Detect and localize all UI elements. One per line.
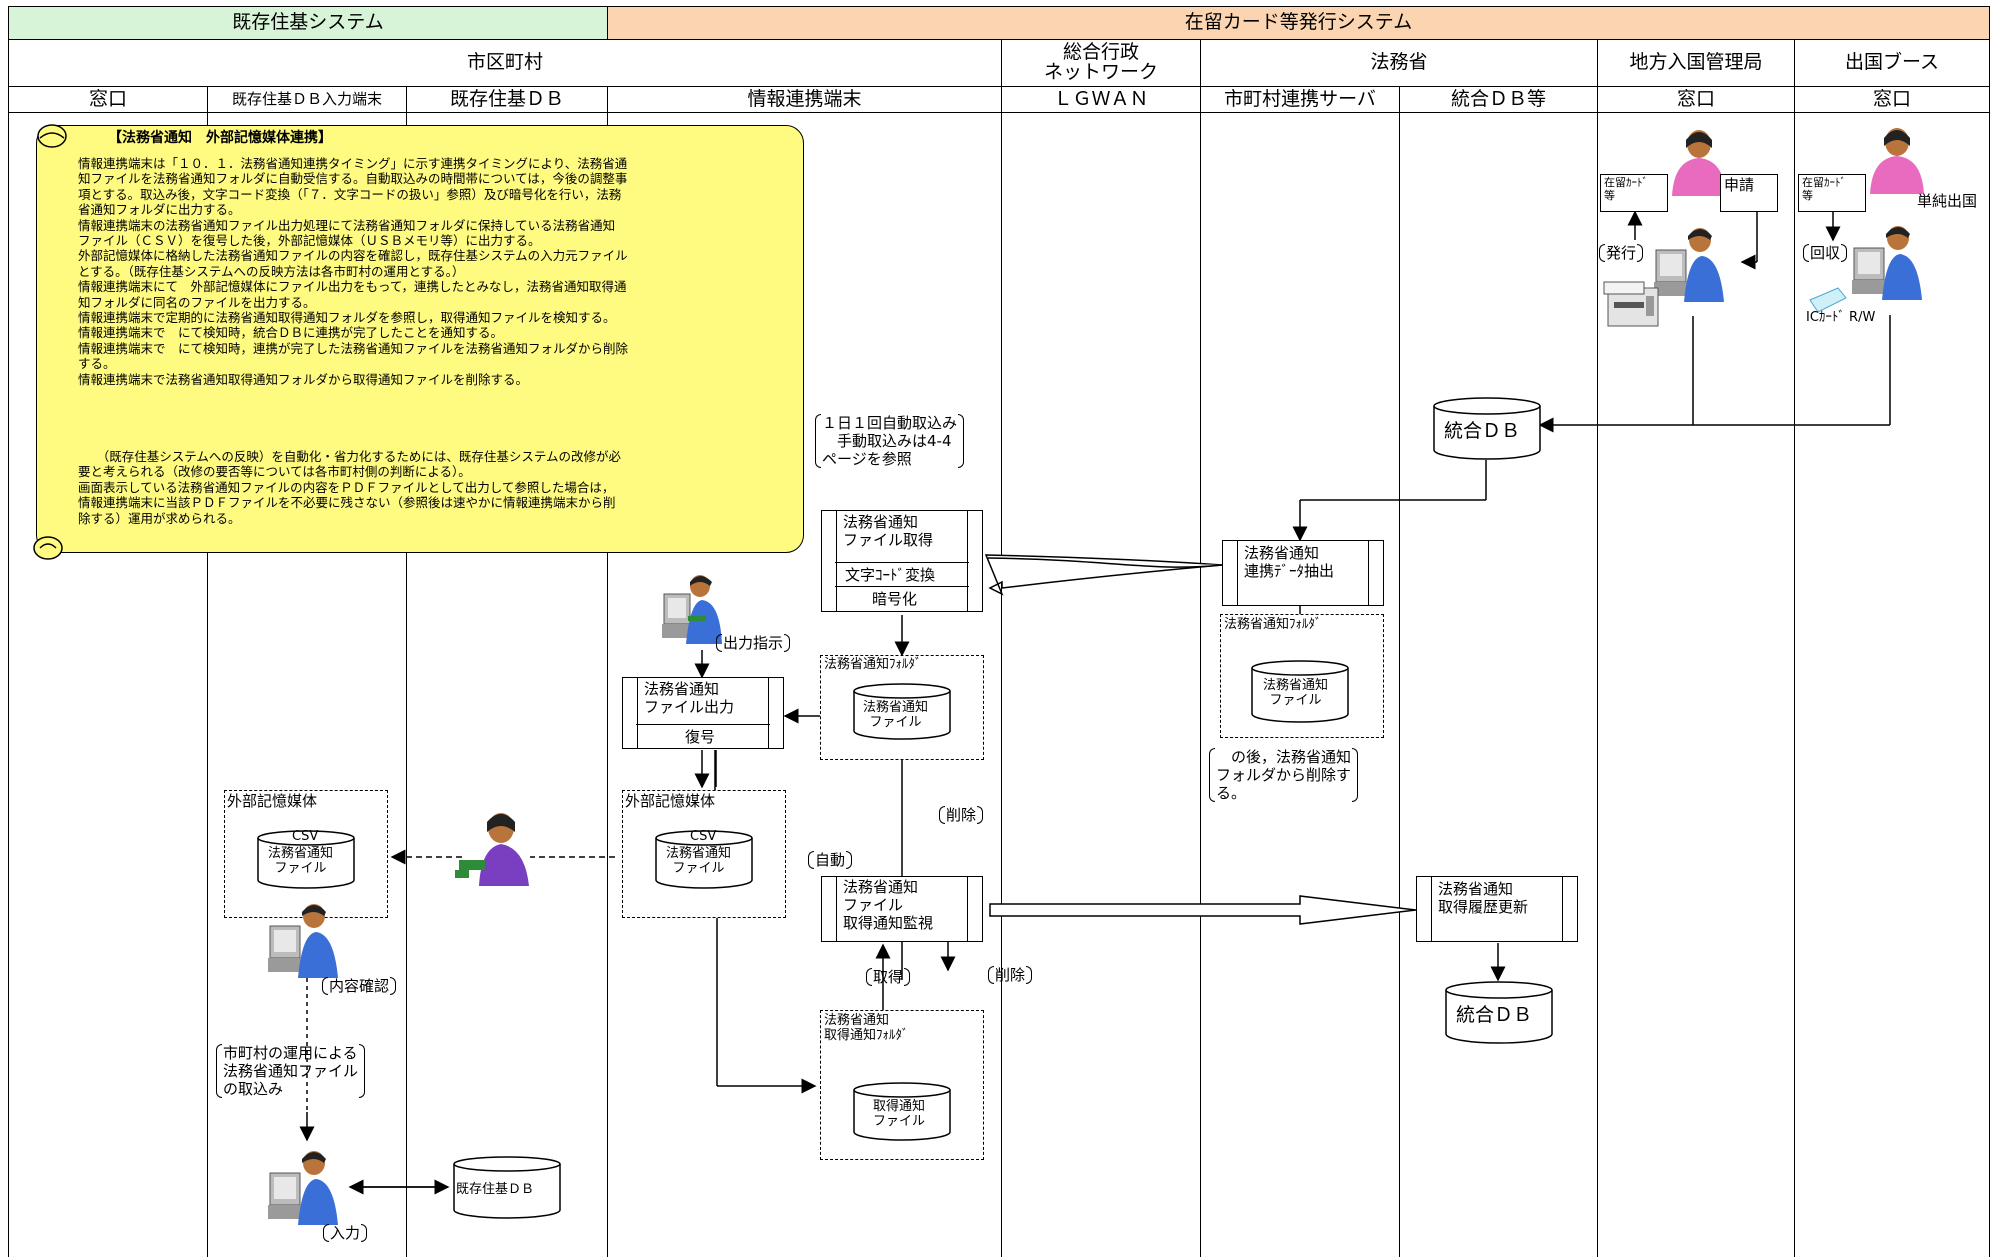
import-note: 市町村の運用による 法務省通知ファイル の取込み — [215, 1044, 366, 1098]
lane-line — [1989, 112, 1990, 1257]
operator-computer-icon — [662, 575, 722, 644]
lane-line — [406, 112, 407, 1257]
process-monitor — [821, 876, 983, 942]
file-output-label: 法務省通知 ファイル出力 — [644, 680, 735, 716]
server-delete-note: の後，法務省通知 フォルダから削除す る。 — [1208, 748, 1359, 802]
ack-file-label: 取得通知 ファイル — [873, 1099, 926, 1129]
zairyu-card-b-callout: 在留ｶｰﾄﾞ 等 — [1798, 174, 1866, 212]
delete2-label: 削除 — [987, 966, 1033, 984]
ic-card-reader-icon — [1809, 287, 1847, 313]
content-check-label: 内容確認 — [321, 977, 397, 995]
integrated-db-top-cylinder — [1433, 397, 1541, 460]
csv-left-label: CSV — [292, 829, 319, 844]
departing-person-icon — [1870, 128, 1924, 194]
existing-db-small-cylinder — [453, 1156, 561, 1219]
lane-line — [207, 112, 208, 1257]
history-update-label: 法務省通知 取得履歴更新 — [1438, 880, 1529, 916]
simple-departure-label: 単純出国 — [1917, 192, 1978, 210]
person-usb-icon — [455, 813, 529, 886]
monitor-label: 法務省通知 ファイル 取得通知監視 — [843, 878, 934, 932]
csv-file-right-label: 法務省通知 ファイル — [666, 846, 732, 876]
csv-left-cylinder — [257, 830, 355, 889]
lane-line — [1597, 112, 1598, 1257]
apply-callout: 申請 — [1720, 174, 1778, 212]
lane-line — [1001, 112, 1002, 1257]
process-file-output — [622, 677, 784, 749]
booth-operator-icon — [1852, 226, 1922, 300]
ic-card-rw-label: ICｶｰﾄﾞ R/W — [1806, 310, 1876, 325]
collect-label: 回収 — [1802, 244, 1848, 262]
note-title: 【法務省通知 外部記憶媒体連携】 — [108, 130, 332, 146]
integrated-db-bottom-label: 統合ＤＢ — [1456, 1004, 1533, 1026]
process-moj-file-get — [821, 510, 983, 612]
daily-auto-note: １日１回自動取込み 手動取込みは4-4 ページを参照 — [814, 414, 965, 468]
lane-line — [607, 112, 608, 1257]
extract-label: 法務省通知 連携ﾃﾞｰﾀ抽出 — [1244, 544, 1335, 580]
scroll-curl-icon — [33, 124, 67, 560]
lane-line — [1200, 112, 1201, 1257]
auto-label: 自動 — [807, 851, 853, 869]
server-folder-label: 法務省通知ﾌｫﾙﾀﾞ — [1224, 617, 1322, 632]
applicant-person-icon — [1672, 130, 1726, 196]
operator-input-terminal-icon — [268, 904, 338, 978]
csv-file-left-label: 法務省通知 ファイル — [268, 846, 334, 876]
encrypt-label: 暗号化 — [872, 590, 918, 608]
csv-right-label: CSV — [690, 829, 717, 844]
card-printer-icon — [1603, 281, 1659, 327]
bureau-operator-icon — [1654, 228, 1724, 302]
char-convert-label: 文字ｺｰﾄﾞ変換 — [845, 566, 936, 584]
delete1-label: 削除 — [938, 806, 984, 824]
terminal-file-label: 法務省通知 ファイル — [863, 700, 929, 730]
process-history-update — [1416, 876, 1578, 942]
csv-right-cylinder — [655, 830, 753, 889]
header-existing-system: 既存住基システム — [8, 6, 608, 40]
server-file-label: 法務省通知 ファイル — [1263, 678, 1329, 708]
lane-line — [1399, 112, 1400, 1257]
output-instruction-label: 出力指示 — [715, 634, 791, 652]
integrated-db-bottom-cylinder — [1445, 981, 1553, 1044]
operator-input-icon — [268, 1151, 338, 1225]
ext-media-right-label: 外部記憶媒体 — [625, 792, 716, 810]
lane-line — [8, 112, 9, 1257]
issue-label: 発行 — [1598, 244, 1644, 262]
existing-db-small-label: 既存住基ＤＢ — [456, 1182, 535, 1197]
note-body: 情報連携端末は「１０．１．法務省通知連携タイミング」に示す連携タイミングにより、… — [78, 156, 629, 387]
zairyu-card-a-callout: 在留ｶｰﾄﾞ 等 — [1600, 174, 1668, 212]
terminal-folder-label: 法務省通知ﾌｫﾙﾀﾞ — [824, 657, 922, 672]
ack-file-cylinder — [853, 1082, 951, 1141]
integrated-db-top-label: 統合ＤＢ — [1444, 420, 1521, 442]
terminal-file-cylinder — [853, 683, 951, 740]
ext-media-left-label: 外部記憶媒体 — [227, 792, 318, 810]
input-label: 入力 — [322, 1224, 368, 1242]
get-label: 取得 — [865, 968, 911, 986]
lane-booth-window: 窓口 — [1794, 86, 1990, 113]
lane-line — [1794, 112, 1795, 1257]
process-extract — [1222, 540, 1384, 606]
decrypt-label: 復号 — [685, 728, 716, 746]
note-body-2: （既存住基システムへの反映）を自動化・省力化するためには、既存住基システムの改修… — [78, 449, 622, 526]
moj-file-get-label: 法務省通知 ファイル取得 — [843, 513, 934, 549]
note-scroll — [36, 125, 804, 553]
server-file-cylinder — [1251, 660, 1349, 723]
ack-folder-label: 法務省通知 取得通知ﾌｫﾙﾀﾞ — [824, 1013, 909, 1043]
header-lgwan-org: 総合行政 ネットワーク — [1001, 39, 1201, 87]
